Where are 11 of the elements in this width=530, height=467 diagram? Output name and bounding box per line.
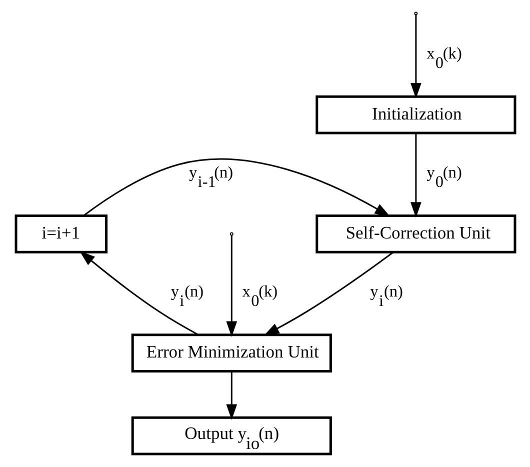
arrow: [263, 252, 394, 336]
arrow: [82, 158, 390, 217]
arrow: [226, 235, 237, 337]
node-box: Initialization: [315, 95, 516, 134]
arrow: [79, 250, 198, 336]
node-box: Error Minimization Unit: [130, 334, 332, 372]
node-box: Self-Correction Unit: [315, 214, 516, 254]
arrow: [410, 133, 421, 218]
node-box: i=i+1: [14, 214, 108, 254]
arrow: [226, 371, 237, 420]
arrow: [410, 14, 421, 99]
